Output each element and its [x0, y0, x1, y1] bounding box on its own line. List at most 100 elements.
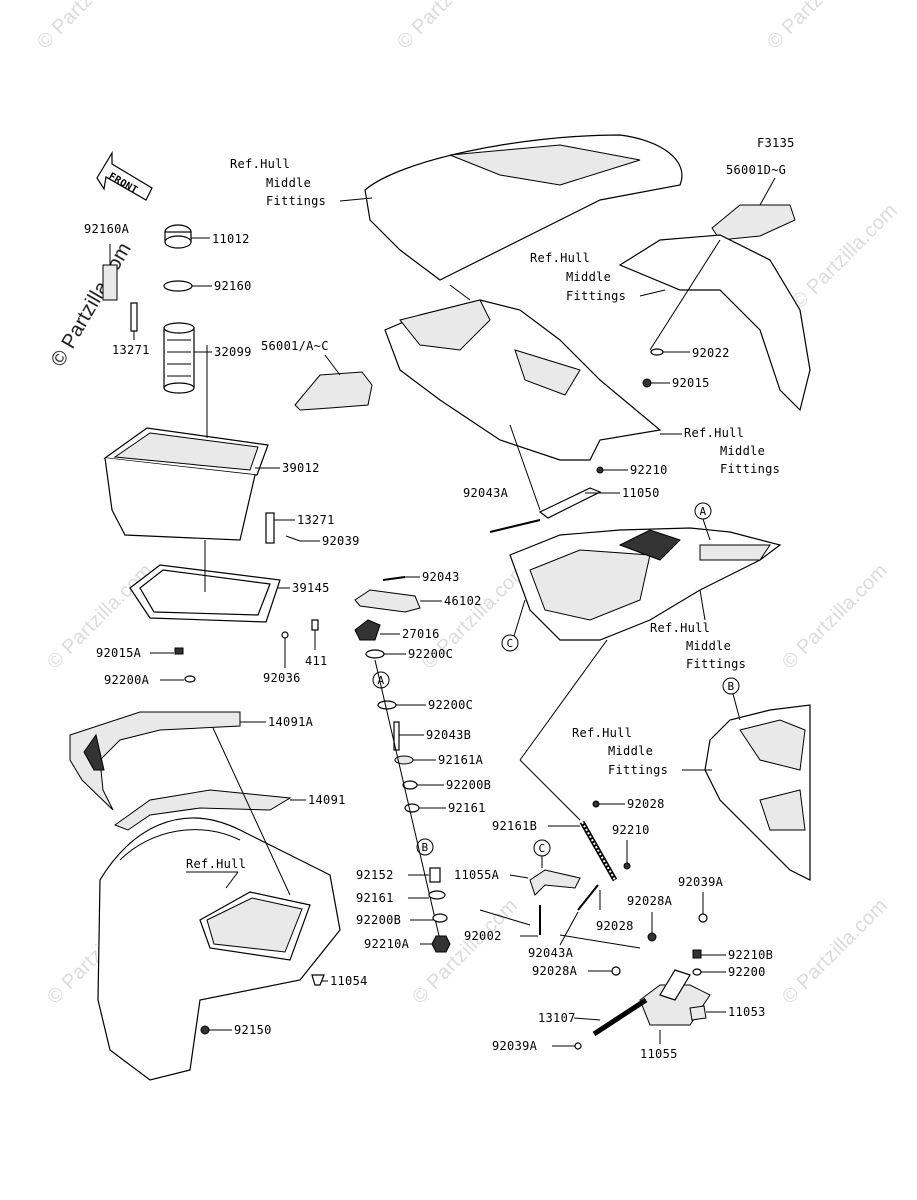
ref-label-center-right-1: Ref.Hull [650, 621, 710, 635]
part-92150 [200, 1025, 210, 1035]
callout-C-left-label: C [507, 637, 514, 650]
ref-label-mid-right-1: Ref.Hull [684, 426, 744, 440]
callout-B-center-label: B [422, 841, 429, 854]
ref-label-top-right-3: Fittings [566, 289, 626, 303]
label-92200A: 92200A [104, 673, 150, 687]
label-56001AC: 56001/A~C [261, 339, 329, 353]
part-gasket-39145 [129, 564, 290, 623]
label-11053: 11053 [728, 1005, 766, 1019]
label-92015: 92015 [672, 376, 710, 390]
part-bolt-92043 [382, 576, 406, 581]
front-arrow-shape [96, 150, 153, 201]
ref-label-lower-right-3: Fittings [608, 763, 668, 777]
part-92028A-2 [611, 966, 621, 976]
part-92022 [650, 348, 664, 356]
part-pad-92160A [102, 264, 118, 301]
part-pin-13107 [592, 997, 648, 1037]
part-92210B [692, 949, 702, 959]
label-92161-1: 92161 [448, 801, 486, 815]
part-92015 [642, 378, 652, 388]
label-13271-mid: 13271 [297, 513, 335, 527]
part-latch-27016 [354, 619, 381, 641]
ref-label-center-right-2: Middle [686, 639, 731, 653]
ref-label-mid-right-2: Middle [720, 444, 765, 458]
part-11050 [538, 487, 602, 519]
part-spring-92161B [579, 820, 618, 882]
label-92028A-2: 92028A [532, 964, 578, 978]
watermark: © Partzilla.com [778, 560, 892, 674]
ref-hull-right-fitting [618, 234, 811, 412]
part-11053 [689, 1005, 707, 1021]
label-92043: 92043 [422, 570, 460, 584]
figure-code: F3135 [757, 136, 795, 150]
part-411 [311, 619, 319, 631]
label-92002: 92002 [464, 929, 502, 943]
ref-label-hull: Ref.Hull [186, 857, 246, 871]
part-storage-box-39012 [103, 427, 280, 541]
part-92015A [174, 647, 184, 655]
ref-hull-side-panel [384, 299, 662, 461]
watermark: © Partzilla.com [393, 0, 507, 54]
part-cap-11012 [164, 224, 210, 249]
callout-B-right [722, 677, 740, 695]
label-92200B-2: 92200B [356, 913, 401, 927]
part-bolt-92043A-top [489, 519, 541, 533]
label-92028A-1: 92028A [627, 894, 673, 908]
label-92039A-1: 92039A [678, 875, 724, 889]
part-92210A [431, 935, 451, 953]
watermark: © Partzilla.com [408, 895, 522, 1009]
label-92015A: 92015A [96, 646, 142, 660]
part-bracket-13271b [265, 512, 275, 544]
part-92200 [692, 968, 702, 976]
label-92043A-low: 92043A [528, 946, 574, 960]
ref-hull-right-lower [704, 704, 811, 881]
label-39012: 39012 [282, 461, 320, 475]
label-92039: 92039 [322, 534, 360, 548]
ref-label-center-right-3: Fittings [686, 657, 746, 671]
label-92210B: 92210B [728, 948, 773, 962]
part-92161-2 [428, 890, 446, 900]
label-11054: 11054 [330, 974, 368, 988]
label-13271-top: 13271 [112, 343, 150, 357]
part-92200A [184, 675, 196, 683]
ref-hull-tray [509, 527, 782, 641]
ref-label-top-left-1: Ref.Hull [230, 157, 290, 171]
label-92200C-1: 92200C [408, 647, 453, 661]
part-11055A [529, 869, 581, 896]
watermark: © Partzilla.com [788, 200, 902, 314]
label-92200: 92200 [728, 965, 766, 979]
ref-label-top-right-2: Middle [566, 270, 611, 284]
part-washer-92200C-2 [377, 700, 397, 710]
label-32099: 32099 [214, 345, 252, 359]
label-56001DG: 56001D~G [726, 163, 786, 177]
label-92161-2: 92161 [356, 891, 394, 905]
label-92161A: 92161A [438, 753, 484, 767]
label-92210-mid: 92210 [612, 823, 650, 837]
front-arrow: FRONT [96, 150, 153, 201]
part-92039A-1 [698, 913, 708, 923]
part-washer-92200C-1 [365, 649, 385, 659]
label-92152: 92152 [356, 868, 394, 882]
label-11055: 11055 [640, 1047, 678, 1061]
part-tube-32099 [163, 322, 212, 394]
label-92200B-1: 92200B [446, 778, 491, 792]
callout-C-bottom-label: C [539, 842, 546, 855]
part-cover-14091A [69, 711, 266, 811]
ref-label-lower-right-1: Ref.Hull [572, 726, 632, 740]
label-39145: 39145 [292, 581, 330, 595]
callout-C-left [501, 634, 519, 652]
part-92036 [281, 631, 289, 639]
part-vent-56001DG [711, 204, 796, 241]
label-14091A: 14091A [268, 715, 314, 729]
label-11055A: 11055A [454, 868, 500, 882]
callout-A-right-label: A [700, 505, 707, 518]
label-92028-2: 92028 [596, 919, 634, 933]
ref-label-top-left-3: Fittings [266, 194, 326, 208]
ref-label-top-left-2: Middle [266, 176, 311, 190]
label-92160A: 92160A [84, 222, 130, 236]
part-bracket-13271 [130, 302, 138, 332]
ref-hull-seat [364, 134, 683, 281]
label-92210A: 92210A [364, 937, 410, 951]
label-92150: 92150 [234, 1023, 272, 1037]
